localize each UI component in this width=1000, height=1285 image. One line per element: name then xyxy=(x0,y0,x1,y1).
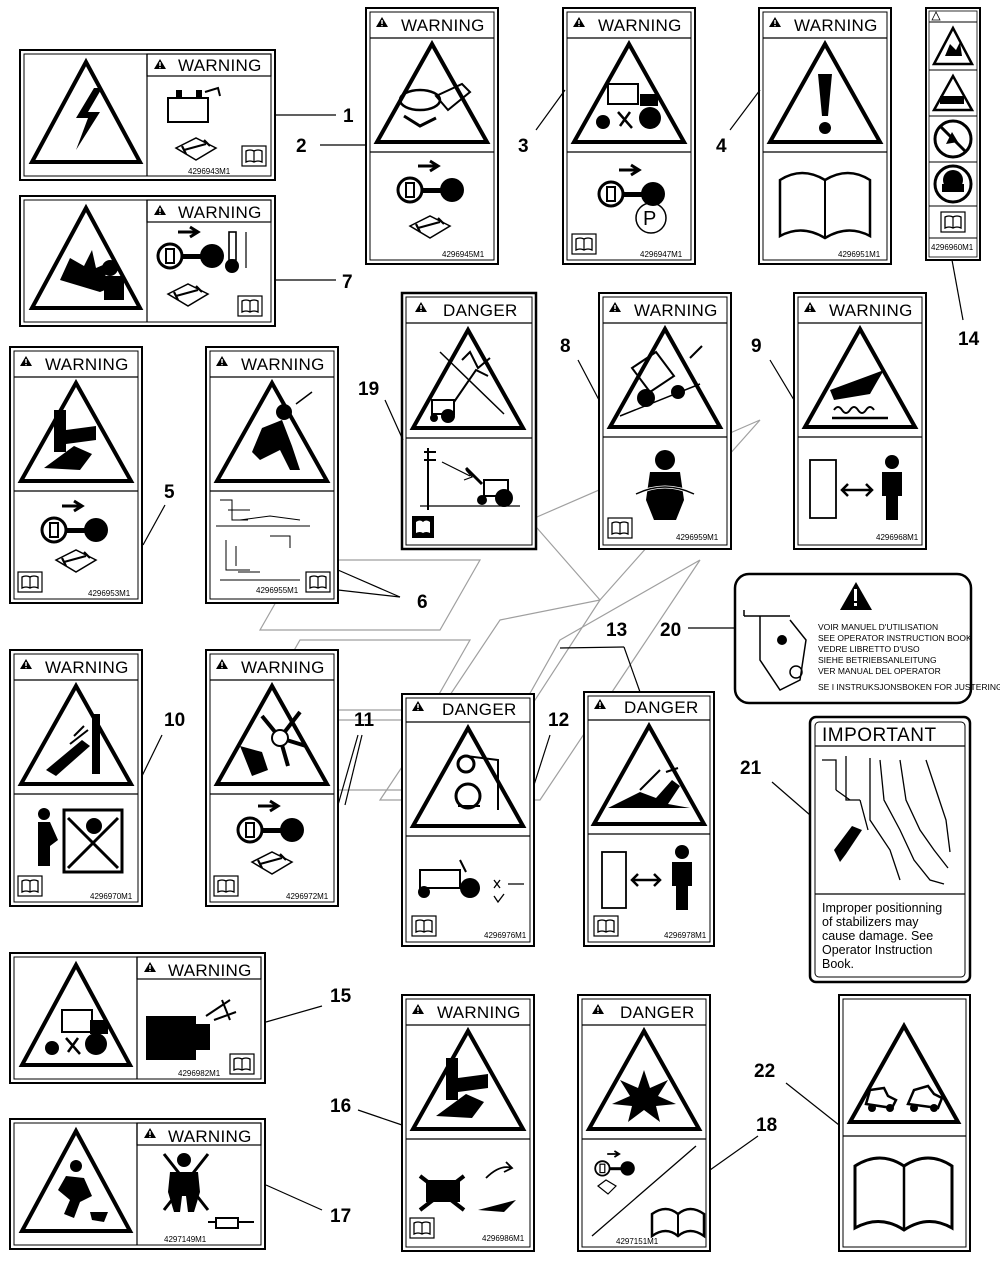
decal-6-part-number: 4296955M1 xyxy=(256,586,299,595)
callout-17: 17 xyxy=(330,1206,351,1227)
svg-text:P: P xyxy=(643,208,656,230)
decal-16-part-number: 4296986M1 xyxy=(482,1234,525,1243)
decal-18-part-number: 4297151M1 xyxy=(616,1237,659,1246)
decal-8: WARNING 4296959M1 xyxy=(598,292,732,550)
decal-2-title: WARNING xyxy=(401,16,485,35)
decal-10-title: WARNING xyxy=(45,658,129,677)
decal-17-part-number: 4297149M1 xyxy=(164,1235,207,1244)
callout-11: 11 xyxy=(354,710,375,731)
callout-20: 20 xyxy=(660,620,681,641)
decal-5: WARNING 4296953M1 xyxy=(9,346,143,604)
decal-15: WARNING 4296982M1 xyxy=(9,952,266,1084)
decal-12: DANGER 4296976M1 xyxy=(401,693,535,947)
decal-17: WARNING 4297149M1 xyxy=(9,1118,266,1250)
decal-2: WARNING 4296945M1 xyxy=(365,7,499,265)
decal-17-title: WARNING xyxy=(168,1127,252,1146)
decal-9-title: WARNING xyxy=(829,301,913,320)
decal-12-part-number: 4296976M1 xyxy=(484,931,527,940)
decal-18-title: DANGER xyxy=(620,1003,695,1022)
callout-15: 15 xyxy=(330,986,352,1007)
decal-3-part-number: 4296947M1 xyxy=(640,250,683,259)
decal-21-line-1: Improper positionning xyxy=(822,901,942,915)
decal-20-line-4: SIEHE BETRIEBSANLEITUNG xyxy=(818,655,937,665)
callout-9: 9 xyxy=(751,336,762,357)
decal-4-part-number: 4296951M1 xyxy=(838,250,881,259)
decal-3-title: WARNING xyxy=(598,16,682,35)
decal-1: WARNING 4296943M1 xyxy=(19,49,276,181)
decal-21-title: IMPORTANT xyxy=(822,725,937,746)
decal-18: DANGER 4297151M1 xyxy=(577,994,711,1252)
decal-21: IMPORTANT Improper positionning of stabi… xyxy=(808,715,972,984)
callout-14: 14 xyxy=(958,329,980,350)
decal-8-title: WARNING xyxy=(634,301,718,320)
decal-11-title: WARNING xyxy=(241,658,325,677)
decal-16: WARNING 4296986M1 xyxy=(401,994,535,1252)
decal-4: WARNING 4296951M1 xyxy=(758,7,892,265)
decal-5-part-number: 4296953M1 xyxy=(88,589,131,598)
callout-7: 7 xyxy=(342,272,353,293)
decal-8-part-number: 4296959M1 xyxy=(676,533,719,542)
decal-20: VOIR MANUEL D'UTILISATION SEE OPERATOR I… xyxy=(733,572,1000,705)
callout-3: 3 xyxy=(518,136,529,157)
decal-11: WARNING 4296972M1 xyxy=(205,649,339,907)
decal-15-title: WARNING xyxy=(168,961,252,980)
decal-15-part-number: 4296982M1 xyxy=(178,1069,221,1078)
decal-21-line-3: cause damage. See xyxy=(822,929,933,943)
callout-18: 18 xyxy=(756,1115,777,1136)
callout-16: 16 xyxy=(330,1096,351,1117)
decal-10: WARNING 4296970M1 xyxy=(9,649,143,907)
decal-11-part-number: 4296972M1 xyxy=(286,892,329,901)
decal-20-line-2: SEE OPERATOR INSTRUCTION BOOK xyxy=(818,633,972,643)
leader-lines xyxy=(141,89,964,1211)
decal-20-line-1: VOIR MANUEL D'UTILISATION xyxy=(818,622,938,632)
callout-6: 6 xyxy=(417,592,428,613)
decal-13-title: DANGER xyxy=(624,698,699,717)
decal-16-title: WARNING xyxy=(437,1003,521,1022)
callout-numbers: 1 2 3 4 5 6 7 8 9 10 11 12 13 14 15 16 1… xyxy=(164,106,980,1227)
decal-20-line-3: VEDRE LIBRETTO D'USO xyxy=(818,644,920,654)
decal-4-title: WARNING xyxy=(794,16,878,35)
decal-6-title: WARNING xyxy=(241,355,325,374)
callout-2: 2 xyxy=(296,136,307,157)
callout-5: 5 xyxy=(164,482,175,503)
decal-13: DANGER 4296978M1 xyxy=(583,691,715,947)
callout-22: 22 xyxy=(754,1061,775,1082)
callout-12: 12 xyxy=(548,710,569,731)
decal-21-line-5: Book. xyxy=(822,957,854,971)
decal-12-title: DANGER xyxy=(442,700,517,719)
callout-10: 10 xyxy=(164,710,185,731)
decal-19: DANGER xyxy=(400,291,538,551)
decal-2-part-number: 4296945M1 xyxy=(442,250,485,259)
callout-8: 8 xyxy=(560,336,571,357)
decal-21-line-2: of stabilizers may xyxy=(822,915,919,929)
callout-1: 1 xyxy=(343,106,354,127)
decal-14: 4296960M1 xyxy=(925,7,981,261)
decal-10-part-number: 4296970M1 xyxy=(90,892,133,901)
callout-21: 21 xyxy=(740,758,762,779)
decal-1-title: WARNING xyxy=(178,56,262,75)
decal-13-part-number: 4296978M1 xyxy=(664,931,707,940)
decal-14-part-number: 4296960M1 xyxy=(931,243,974,252)
decal-20-line-5: VER MANUAL DEL OPERATOR xyxy=(818,666,941,676)
callout-13: 13 xyxy=(606,620,627,641)
decal-9: WARNING 4296968M1 xyxy=(793,292,927,550)
callout-4: 4 xyxy=(716,136,727,157)
decal-5-title: WARNING xyxy=(45,355,129,374)
decal-19-title: DANGER xyxy=(443,301,518,320)
decal-21-line-4: Operator Instruction xyxy=(822,943,933,957)
decal-1-part-number: 4296943M1 xyxy=(188,167,231,176)
decal-20-line-6: SE I INSTRUKSJONSBOKEN FOR JUSTERING xyxy=(818,682,1000,692)
decal-7: WARNING xyxy=(19,195,276,327)
decal-6: WARNING 4296955M1 xyxy=(205,346,339,604)
decal-3: WARNING P 4296947M1 xyxy=(562,7,696,265)
callout-19: 19 xyxy=(358,379,379,400)
decal-9-part-number: 4296968M1 xyxy=(876,533,919,542)
decal-22 xyxy=(838,994,971,1252)
decal-7-title: WARNING xyxy=(178,203,262,222)
